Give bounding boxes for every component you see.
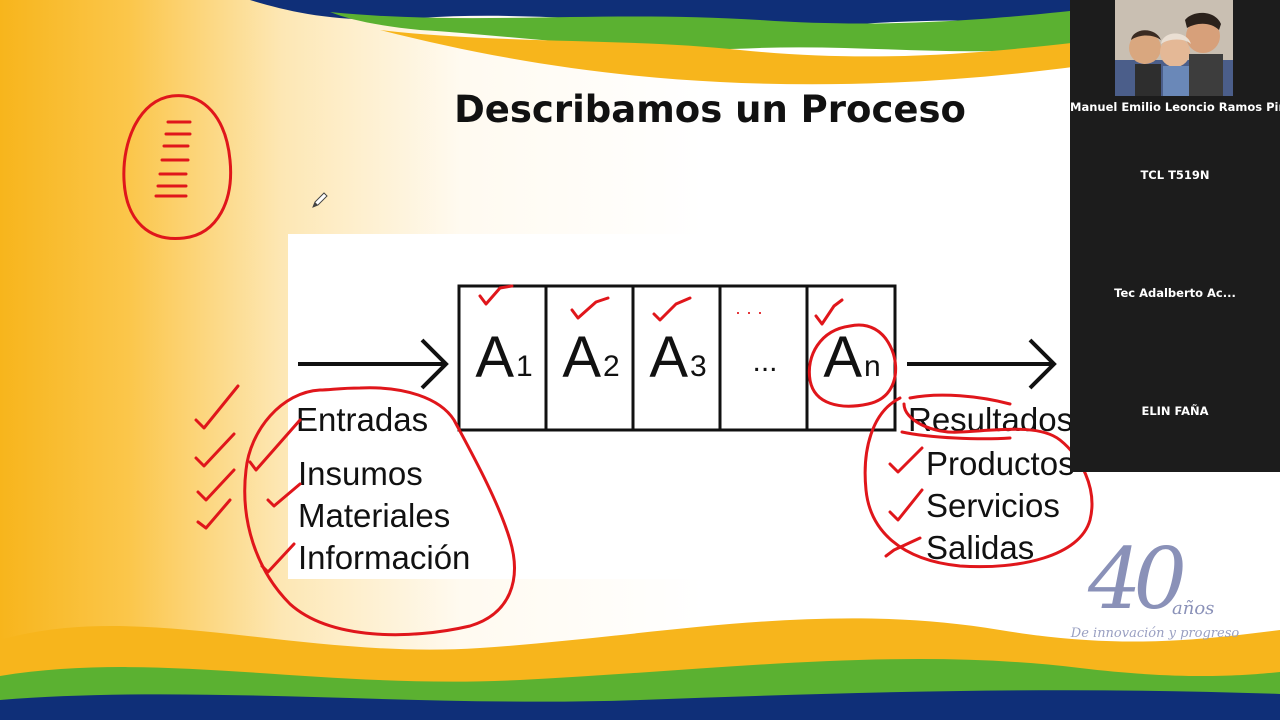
participant-name: Tec Adalberto Ac... [1114,286,1236,300]
output-item: Productos [926,445,1075,482]
participant-tile[interactable]: ELIN FAÑA [1070,354,1280,472]
slide-title: Describamos un Proceso [454,88,966,131]
input-item: Información [298,539,471,576]
input-arrow-head [420,338,449,390]
pencil-cursor-icon [312,192,328,208]
inputs-heading: Entradas [296,401,429,438]
participants-panel: Manuel Emilio Leoncio Ramos Piña TCL T51… [1070,0,1280,472]
participant-tile[interactable]: Manuel Emilio Leoncio Ramos Piña [1070,0,1280,118]
participant-name: Manuel Emilio Leoncio Ramos Piña [1070,100,1280,114]
output-item: Salidas [926,529,1035,566]
participant-name: ELIN FAÑA [1141,404,1209,418]
activity-ellipsis: ... [752,345,778,378]
participant-name: TCL T519N [1140,168,1210,182]
anniversary-logo: 40 años De innovación y progreso [1070,530,1240,641]
output-item: Servicios [926,487,1060,524]
participant-video [1115,0,1233,96]
input-item: Materiales [298,497,451,534]
participant-video-image [1115,0,1233,96]
output-arrow-head [1028,338,1057,390]
participant-tile[interactable]: Tec Adalberto Ac... [1070,236,1280,354]
participant-tile[interactable]: TCL T519N [1070,118,1280,236]
outputs-heading: Resultados [908,401,1074,438]
input-item: Insumos [298,455,423,492]
